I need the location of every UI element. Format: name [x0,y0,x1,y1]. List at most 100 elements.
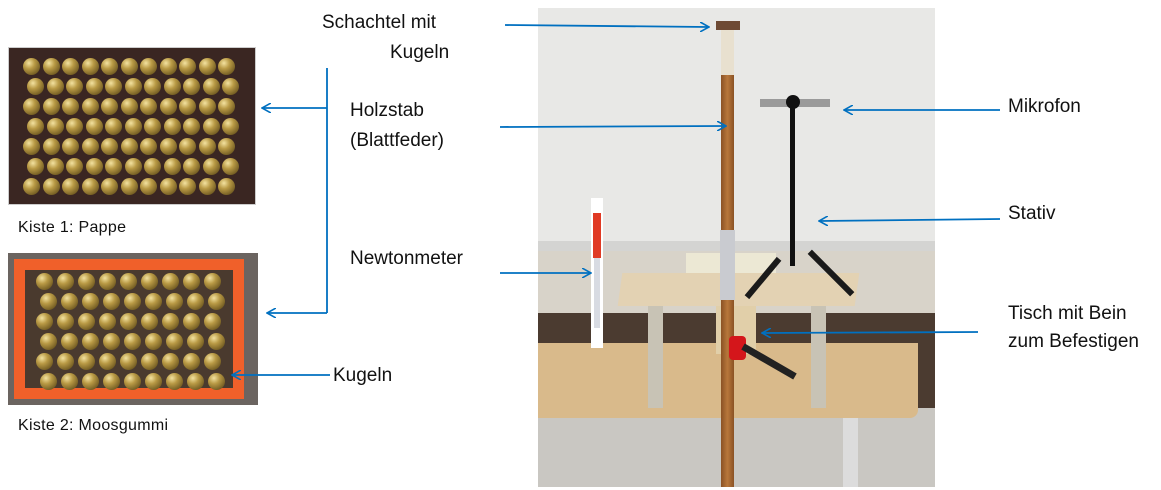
gold-ball [81,98,99,115]
gold-ball [62,98,79,115]
gold-ball [23,58,40,75]
gold-ball [57,273,74,290]
platform-leg-left [648,303,663,408]
arrow-wooden-rod [499,126,725,127]
experiment-setup-photo [538,8,935,487]
platform-leg-right [811,303,826,408]
gold-ball [40,333,57,350]
gold-ball [120,313,137,330]
gold-ball [101,98,118,115]
gold-ball [120,178,138,195]
gold-ball [124,158,142,175]
gold-ball [61,293,78,310]
gold-ball [179,178,196,195]
gold-ball [99,273,116,290]
gold-ball [82,373,99,390]
gold-ball [46,118,64,135]
gold-ball [198,178,216,195]
gold-ball [85,158,103,175]
gold-ball [103,293,120,310]
gold-ball [23,138,40,155]
caption-box-1: Kiste 1: Pappe [18,219,127,236]
gold-ball [124,293,141,310]
gold-ball [140,98,157,115]
box-with-balls-on-rod [716,21,740,30]
gold-ball [163,158,181,175]
gold-ball [27,78,44,95]
gold-ball [62,58,79,75]
box-2-foam-rubber-photo [8,253,258,405]
table-leg [843,418,858,487]
gold-ball [198,98,216,115]
gold-ball [101,58,118,75]
gold-ball [140,58,157,75]
gold-ball [62,138,79,155]
gold-ball [145,373,162,390]
gold-ball [23,178,40,195]
gold-ball [183,78,200,95]
gold-ball [183,313,200,330]
gold-ball [120,98,138,115]
gold-ball [120,58,138,75]
gold-ball [141,313,158,330]
gold-ball [183,118,200,135]
gold-ball [61,333,78,350]
gold-ball [208,293,225,310]
gold-ball [162,353,179,370]
gold-ball [81,178,99,195]
label-wooden-rod-line1: Holzstab [350,100,424,121]
label-wooden-rod-line2: (Blattfeder) [350,130,444,151]
gold-ball [78,273,95,290]
gold-ball [66,78,83,95]
gold-ball [166,333,183,350]
label-balls: Kugeln [333,365,393,386]
gold-ball [40,373,57,390]
arrow-table [763,332,979,333]
rod-top-white [721,25,734,75]
gold-ball [179,138,196,155]
gold-ball [82,333,99,350]
gold-ball [145,293,162,310]
gold-ball [120,138,138,155]
gold-ball [27,118,44,135]
label-newtonmeter: Newtonmeter [350,248,463,269]
gold-ball [124,78,142,95]
gold-ball [42,138,60,155]
gold-ball [81,138,99,155]
label-box-with-balls-line2: Kugeln [390,42,450,63]
gold-ball [204,313,221,330]
gold-ball [202,158,220,175]
gold-ball [78,353,95,370]
label-box-with-balls-line1: Schachtel mit [322,12,437,33]
gold-ball [222,158,239,175]
gold-ball [144,158,161,175]
gold-ball [61,373,78,390]
gold-ball [218,178,235,195]
gold-ball [204,353,221,370]
gold-ball [204,273,221,290]
gold-ball [183,158,200,175]
gold-ball [144,118,161,135]
gold-ball [208,373,225,390]
gold-ball [62,178,79,195]
gold-ball [36,353,53,370]
gold-ball [163,118,181,135]
gold-ball [120,273,137,290]
gold-ball [218,58,235,75]
gold-ball [78,313,95,330]
gold-ball [46,158,64,175]
label-tripod: Stativ [1008,203,1056,224]
gold-ball [162,313,179,330]
gold-ball [27,158,44,175]
gold-ball [120,353,137,370]
gold-ball [66,118,83,135]
gold-ball [179,98,196,115]
gold-ball [66,158,83,175]
gold-ball [140,138,157,155]
gold-ball [99,313,116,330]
tripod-pole [790,106,795,266]
label-table-line2: zum Befestigen [1008,331,1139,352]
gold-ball [166,293,183,310]
gold-ball [140,178,157,195]
